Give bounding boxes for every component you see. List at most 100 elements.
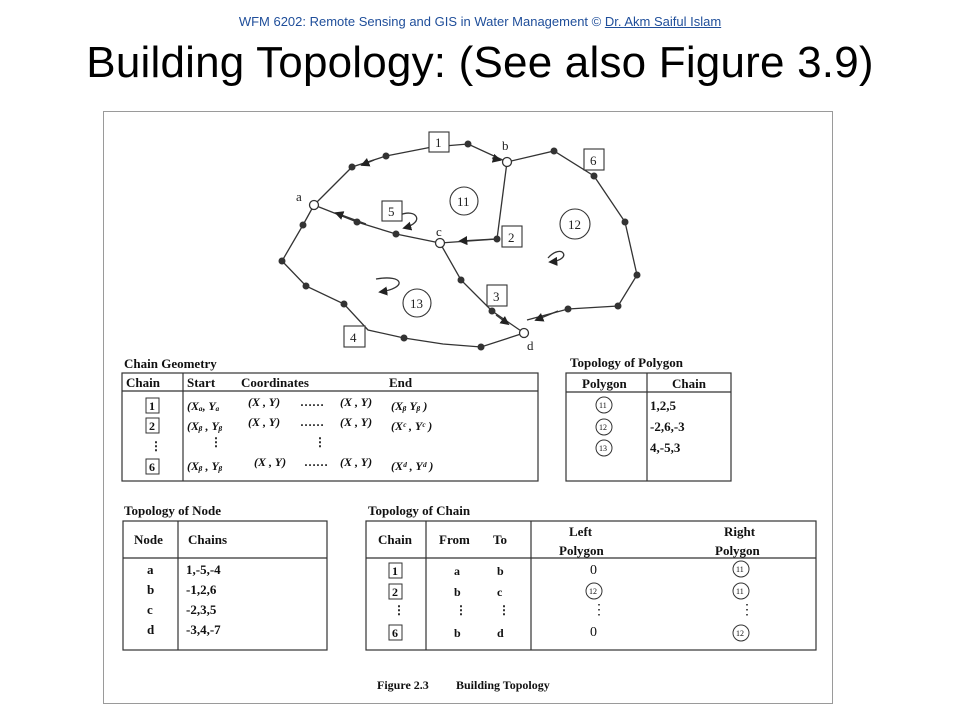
tc-header-from: From <box>439 532 470 547</box>
cg-row4-dots: …… <box>304 455 328 469</box>
cg-row2-end: (Xᶜ , Yᶜ ) <box>391 419 432 433</box>
cg-header-coordinates: Coordinates <box>241 375 309 390</box>
chain-label-6: 6 <box>590 153 597 168</box>
tn-row4-chains: -3,4,-7 <box>186 622 221 637</box>
node-label-b: b <box>502 138 509 153</box>
cg-row1-mid1: (X , Y) <box>248 395 280 409</box>
nodes <box>308 156 530 339</box>
cg-row1-end: (Xᵦ Yᵦ ) <box>391 399 427 413</box>
node-d <box>518 327 530 339</box>
tp-row2-polygon: 12 <box>599 423 607 432</box>
cg-row1-dots: …… <box>300 395 324 409</box>
polygon-label-13: 13 <box>410 296 423 311</box>
cg-row4-start: (Xᵦ , Yᵦ <box>187 459 223 473</box>
author-link[interactable]: Dr. Akm Saiful Islam <box>604 14 722 29</box>
tc-row3-to: ⋮ <box>498 603 510 617</box>
polygon-label-11: 11 <box>457 194 470 209</box>
tn-row4-node: d <box>147 622 155 637</box>
tn-row1-chains: 1,-5,-4 <box>186 562 221 577</box>
tp-row1-polygon: 11 <box>599 401 607 410</box>
tp-row2-chain: -2,6,-3 <box>650 419 685 434</box>
map <box>281 143 638 348</box>
tc-header-left: Left <box>569 524 593 539</box>
topology-diagram: a b c d 1 2 3 4 5 6 11 12 13 Chain Geome… <box>121 131 817 692</box>
tp-header-polygon: Polygon <box>582 376 628 391</box>
tc-row4-chain: 6 <box>392 626 398 640</box>
tc-row2-right: 11 <box>736 587 744 596</box>
tc-row1-left: 0 <box>590 563 597 578</box>
chain-geometry-title: Chain Geometry <box>124 356 217 371</box>
node-b <box>501 156 513 168</box>
tc-row4-right: 12 <box>736 629 744 638</box>
cg-row1-start: (Xₐ, Yₐ <box>187 399 220 413</box>
tc-row3-chain: ⋮ <box>393 603 405 617</box>
chain-label-5: 5 <box>388 204 395 219</box>
cg-row4-end: (Xᵈ , Yᵈ ) <box>391 459 433 473</box>
chain-6-line <box>506 150 638 321</box>
tc-row1-right: 11 <box>736 565 744 574</box>
tc-row2-left: 12 <box>589 587 597 596</box>
tc-row3-from: ⋮ <box>455 603 467 617</box>
node-label-d: d <box>527 338 534 353</box>
cg-row3-dots: ⋮ <box>314 435 326 449</box>
cg-row2-mid1: (X , Y) <box>248 415 280 429</box>
cg-row3-chain: ⋮ <box>150 439 162 453</box>
tc-row2-chain: 2 <box>392 585 398 599</box>
slide-title: Building Topology: (See also Figure 3.9) <box>86 38 874 87</box>
tp-row3-chain: 4,-5,3 <box>650 440 681 455</box>
tc-row1-to: b <box>497 564 504 578</box>
chain-label-1: 1 <box>435 135 442 150</box>
cg-row1-chain: 1 <box>149 399 155 413</box>
chain-3-line <box>439 242 525 334</box>
tn-header-chains: Chains <box>188 532 227 547</box>
tp-row3-polygon: 13 <box>599 444 607 453</box>
tn-row1-node: a <box>147 562 154 577</box>
topology-figure: a b c d 1 2 3 4 5 6 11 12 13 Chain Geome… <box>103 111 833 704</box>
cg-header-chain: Chain <box>126 375 161 390</box>
tp-header-chain: Chain <box>672 376 707 391</box>
cg-row4-mid1: (X , Y) <box>254 455 286 469</box>
chain-5-line <box>313 204 441 244</box>
topology-node-grid <box>122 520 328 651</box>
chain-label-2: 2 <box>508 230 515 245</box>
figure-caption-text: Building Topology <box>456 678 550 692</box>
tc-header-to: To <box>493 532 507 547</box>
node-a <box>308 199 320 211</box>
topology-chain-title: Topology of Chain <box>368 503 471 518</box>
cg-row2-chain: 2 <box>149 419 155 433</box>
tc-row1-chain: 1 <box>392 564 398 578</box>
vertices <box>278 140 641 351</box>
chain-label-4: 4 <box>350 330 357 345</box>
tc-row3-left: ⋮ <box>592 603 606 618</box>
tc-header-left-polygon: Polygon <box>559 543 605 558</box>
course-text: WFM 6202: Remote Sensing and GIS in Wate… <box>238 14 605 29</box>
topology-polygon-title: Topology of Polygon <box>570 355 684 370</box>
cg-row2-dots: …… <box>300 415 324 429</box>
chain-1-line <box>313 143 508 206</box>
node-label-a: a <box>296 189 302 204</box>
cg-header-start: Start <box>187 375 216 390</box>
figure-caption-label: Figure 2.3 <box>377 678 429 692</box>
chain-4-line <box>281 204 525 348</box>
tc-row4-left: 0 <box>590 625 597 640</box>
chain-label-3: 3 <box>493 289 500 304</box>
polygon-label-12: 12 <box>568 217 581 232</box>
tn-row2-chains: -1,2,6 <box>186 582 217 597</box>
cg-row3-start: ⋮ <box>210 435 222 449</box>
tp-row1-chain: 1,2,5 <box>650 398 677 413</box>
tc-row3-right: ⋮ <box>740 603 754 618</box>
tc-row1-from: a <box>454 564 460 578</box>
tn-row3-node: c <box>147 602 153 617</box>
tc-row4-to: d <box>497 626 504 640</box>
topology-chain-grid <box>365 520 817 651</box>
topology-node-title: Topology of Node <box>124 503 221 518</box>
cg-row4-chain: 6 <box>149 460 155 474</box>
course-header: WFM 6202: Remote Sensing and GIS in Wate… <box>0 14 960 29</box>
tc-header-chain: Chain <box>378 532 413 547</box>
cg-row1-mid2: (X , Y) <box>340 395 372 409</box>
chain-geometry-grid <box>121 372 539 482</box>
tc-header-right-polygon: Polygon <box>715 543 761 558</box>
tc-row4-from: b <box>454 626 461 640</box>
tc-header-right: Right <box>724 524 756 539</box>
tc-row2-to: c <box>497 585 503 599</box>
